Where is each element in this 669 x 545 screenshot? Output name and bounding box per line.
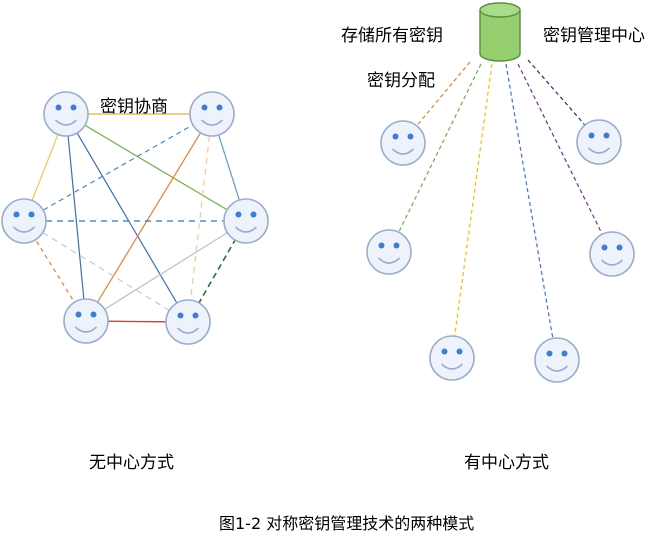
user-face-icon [429,335,475,381]
user-face-icon [380,120,426,166]
user-face-icon [589,231,635,277]
user-face-icon [534,337,580,383]
mesh-edge [65,113,87,322]
decentralized-caption: 无中心方式 [89,453,174,473]
star-edge [527,59,599,141]
user-face-icon [165,299,211,345]
key-server-icon [479,2,521,62]
user-face-icon [366,229,412,275]
store-all-keys-label: 存储所有密钥 [341,26,443,46]
mesh-edge [65,113,189,323]
figure-caption: 图1-2 对称密钥管理技术的两种模式 [219,514,475,533]
centralized-caption: 有中心方式 [464,453,549,473]
mesh-edge [85,220,247,322]
mesh-edge [23,220,189,323]
key-negotiation-label: 密钥协商 [100,97,168,117]
mesh-edge [85,113,213,322]
user-face-icon [63,298,109,344]
user-face-icon [43,91,89,137]
user-face-icon [1,198,47,244]
mesh-edge [65,113,247,222]
star-edges [389,59,612,358]
key-management-center-label: 密钥管理中心 [543,26,645,46]
user-face-icon [223,198,269,244]
key-distribution-label: 密钥分配 [367,71,435,91]
user-face-icon [189,91,235,137]
mesh-edges [23,113,247,323]
mesh-edge [187,113,213,323]
mesh-edge [23,113,213,222]
star-edge [451,63,493,356]
user-face-icon [576,119,622,165]
star-edge [505,63,557,358]
